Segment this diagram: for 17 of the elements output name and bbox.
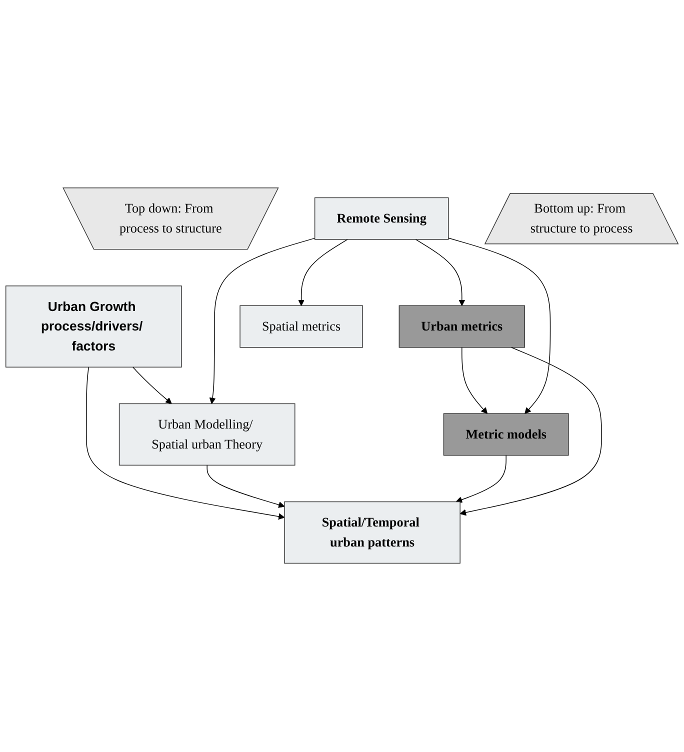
node-box: Urban metrics (398, 306, 525, 348)
node-box: Urban Growth process/drivers/ factors (6, 286, 182, 368)
node-box: Spatial metrics (240, 306, 363, 348)
arrow (86, 367, 285, 520)
arrow (209, 238, 316, 404)
arrow (415, 240, 466, 306)
node-box: Metric models (443, 414, 569, 456)
arrow (206, 465, 285, 508)
arrow (298, 240, 348, 306)
arrow (132, 367, 172, 404)
node-box: Remote Sensing (314, 198, 449, 240)
arrow (460, 347, 602, 516)
arrow (448, 238, 551, 414)
arrow (462, 347, 488, 414)
arrow (456, 455, 506, 504)
node-box: Urban Modelling/ Spatial urban Theory (118, 404, 296, 466)
node-box: Spatial/Temporal urban patterns (284, 502, 460, 564)
